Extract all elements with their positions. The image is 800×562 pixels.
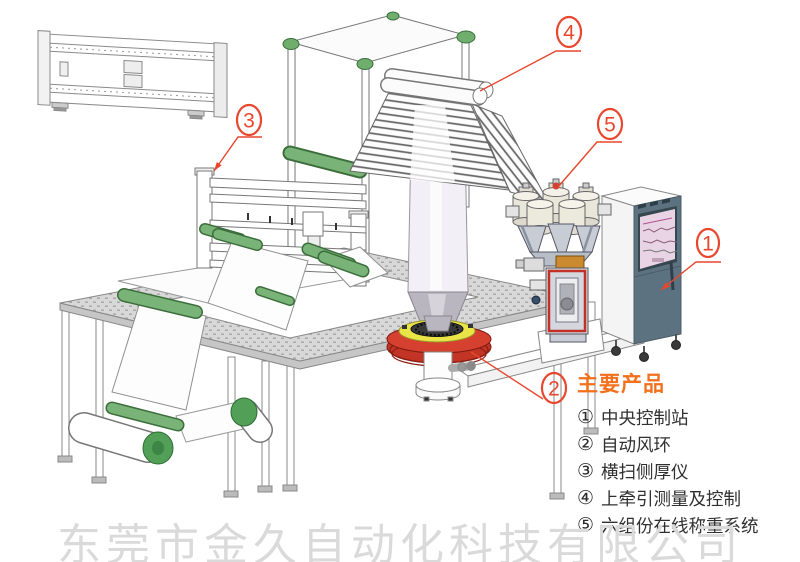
legend-item-number: ⑤ (577, 515, 595, 536)
product-legend: 主要产品 ① 中央控制站 ② 自动风环 ③ 横扫侧厚仪 ④ 上牵引测量及控制 ⑤… (577, 368, 792, 539)
legend-item-2: ② 自动风环 (577, 431, 792, 458)
winder-illustration (68, 286, 295, 465)
callout-4-badge: 4 (479, 15, 583, 92)
callout-2-badge: 2 (470, 351, 568, 405)
cabinet-casters (611, 334, 681, 362)
legend-item-label: 自动风环 (601, 435, 672, 455)
legend-item-3: ③ 横扫侧厚仪 (577, 458, 792, 485)
svg-text:4: 4 (563, 22, 575, 45)
cabinet-screen (638, 206, 678, 272)
legend-item-label: 六组份在线称重系统 (601, 516, 759, 536)
company-name-watermark: 东莞市金久自动化科技有限公司 (57, 521, 743, 562)
legend-item-1: ① 中央控制站 (577, 404, 792, 431)
legend-item-label: 中央控制站 (601, 408, 689, 428)
legend-item-number: ③ (577, 461, 595, 482)
callout-annotations: 4 5 3 1 2 (213, 15, 721, 405)
air-ring-illustration (386, 315, 492, 402)
legend-title: 主要产品 (577, 373, 665, 396)
flat-frame-component-illustration (37, 30, 228, 120)
legend-list: ① 中央控制站 ② 自动风环 ③ 横扫侧厚仪 ④ 上牵引测量及控制 ⑤ 六组份在… (577, 404, 792, 539)
callout-5-badge: 5 (557, 107, 624, 188)
svg-text:5: 5 (604, 114, 616, 137)
legend-item-number: ① (577, 407, 595, 428)
svg-text:1: 1 (702, 233, 714, 256)
collapsing-frame-illustration (349, 68, 549, 203)
legend-item-number: ④ (577, 488, 595, 509)
svg-text:3: 3 (243, 110, 255, 133)
legend-item-5: ⑤ 六组份在线称重系统 (577, 512, 792, 539)
callout-3-badge: 3 (213, 103, 263, 172)
gauge-rollers (199, 223, 370, 278)
air-ring-pedestal (415, 351, 476, 402)
legend-item-label: 横扫侧厚仪 (601, 462, 689, 482)
legend-item-4: ④ 上牵引测量及控制 (577, 485, 792, 512)
control-cabinet-illustration (600, 186, 682, 362)
thickness-gauge-illustration (117, 167, 393, 331)
legend-item-label: 上牵引测量及控制 (601, 489, 742, 509)
callout-1-badge: 1 (660, 227, 721, 291)
svg-text:2: 2 (548, 378, 560, 401)
weighing-system-illustration (505, 178, 612, 343)
legend-item-number: ② (577, 434, 595, 455)
